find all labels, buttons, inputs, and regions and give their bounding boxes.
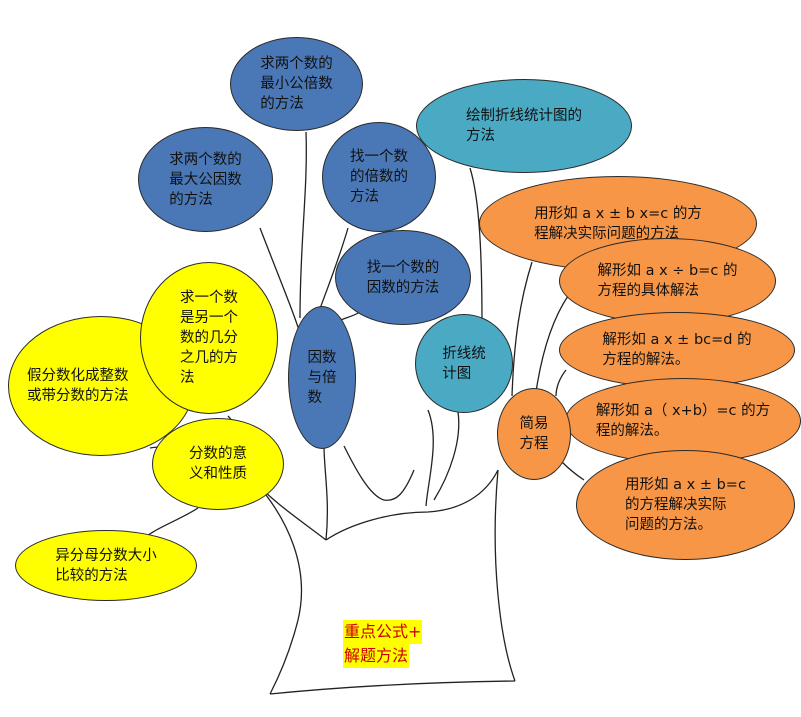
- trunk-title-line1: 重点公式+: [343, 620, 423, 644]
- node-fraction-meaning-properties: 分数的意 义和性质: [152, 418, 284, 510]
- node-line-chart: 折线统 计图: [415, 314, 513, 413]
- branch-equations-e: [561, 461, 585, 481]
- branch-factors-b: [299, 131, 307, 319]
- node-compare-unlike-fractions-method: 异分母分数大小 比较的方法: [15, 530, 197, 601]
- node-find-factors-method: 找一个数的 因数的方法: [335, 230, 471, 325]
- branch-equations-b: [535, 295, 569, 393]
- node-find-multiples-method: 找一个数 的倍数的 方法: [322, 122, 436, 232]
- trunk-base: [269, 680, 516, 695]
- node-lcm-method: 求两个数的 最小公倍数 的方法: [230, 37, 363, 131]
- trunk-title-line2: 解题方法: [343, 644, 410, 668]
- trunk-left-edge: [251, 477, 303, 695]
- branch-equations-a: [511, 261, 533, 397]
- trunk-title: 重点公式+ 解题方法: [343, 620, 423, 668]
- node-gcd-method: 求两个数的 最大公因数 的方法: [138, 127, 273, 232]
- branch-to-ellipse: [323, 445, 328, 541]
- branch-linechart-lower: [425, 409, 434, 507]
- branch-linechart-lower2: [433, 411, 460, 501]
- node-equation-ax-bc-method: 解形如 a x ± bc=d 的 方程的解法。: [559, 312, 795, 388]
- branch-equations-c: [555, 369, 567, 397]
- node-draw-line-chart-method: 绘制折线统计图的 方法: [416, 79, 632, 173]
- node-equation-ax-div-b-method: 解形如 a x ÷ b=c 的 方程的具体解法: [559, 238, 776, 324]
- node-equation-ax-b-method: 用形如 a x ± b=c 的方程解决实际 问题的方法。: [576, 450, 795, 560]
- node-factors-and-multiples: 因数 与倍 数: [288, 306, 356, 449]
- branch-factors-inner: [343, 445, 415, 501]
- branch-linechart-stem: [469, 167, 483, 327]
- node-simple-equations: 简易 方程: [497, 388, 571, 480]
- trunk-top-edge: [325, 469, 499, 541]
- trunk-right-edge: [494, 469, 516, 682]
- node-equation-a-x-plus-b-method: 解形如 a（ x+b）=c 的方 程的解法。: [565, 378, 801, 464]
- node-fraction-of-number-method: 求一个数 是另一个 数的几分 之几的方 法: [140, 262, 278, 414]
